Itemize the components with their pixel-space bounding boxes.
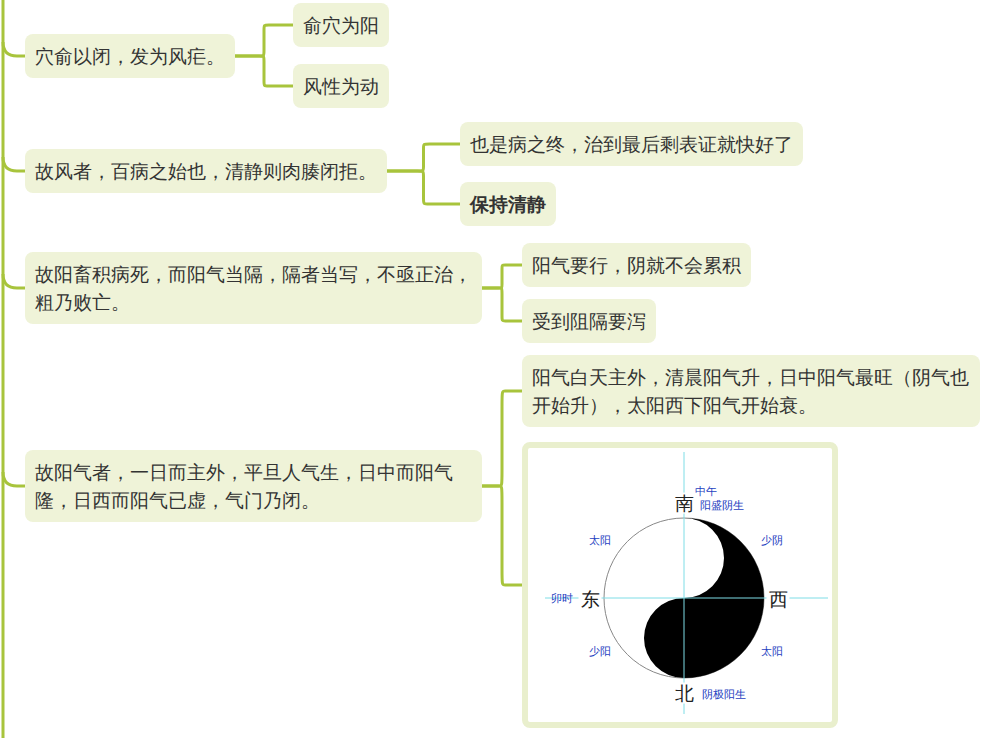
topic-box: 阳气要行，阴就不会累积 [522,243,751,287]
topic-box: 故阳气者，一日而主外，平旦人气生，日中而阳气隆，日西而阳气已虚，气门乃闭。 [25,450,482,522]
topic-box: 俞穴为阳 [293,3,389,47]
topic-box: 故风者，百病之始也，清静则肉腠闭拒。 [25,149,387,193]
figure-label: 少阳 [589,646,611,658]
topic-box: 故阳畜积病死，而阳气当隔，隔者当写，不亟正治，粗乃败亡。 [25,252,482,324]
trunk-stub [3,472,25,486]
topic-box: 穴俞以闭，发为风疟。 [25,34,235,78]
branch-connector [235,56,293,86]
topic-text: 故风者，百病之始也，清静则肉腠闭拒。 [35,157,377,185]
axis-line [684,452,685,714]
topic-text: 受到阻隔要泻 [532,307,646,335]
topic-text: 保持清静 [470,190,546,218]
topic-box: 阳气白天主外，清晨阳气升，日中阳气最旺（阴气也开始升），太阳西下阳气开始衰。 [522,355,980,427]
figure-label: 南 [673,493,696,514]
figure-label: 中午 [695,486,717,498]
figure-label: 太阳 [761,646,783,658]
topic-box: 保持清静 [460,182,556,226]
trunk-stub [3,42,25,56]
figure-label: 少阴 [761,535,783,547]
trunk-stub [3,157,25,171]
trunk-line [2,0,5,738]
topic-text: 俞穴为阳 [303,11,379,39]
figure-label: 东 [579,589,602,610]
branch-connector [387,144,460,171]
branch-connector [235,25,293,56]
yin-yang-figure [528,448,832,722]
topic-box: 受到阻隔要泻 [522,299,656,343]
figure-label: 太阳 [589,535,611,547]
topic-box: 风性为动 [293,64,389,108]
topic-text: 故阳畜积病死，而阳气当隔，隔者当写，不亟正治，粗乃败亡。 [35,260,472,316]
trunk-stub [3,274,25,288]
topic-text: 风性为动 [303,72,379,100]
figure-label: 阴极阳生 [702,689,746,701]
figure-label: 阳盛阴生 [700,500,744,512]
topic-text: 故阳气者，一日而主外，平旦人气生，日中而阳气隆，日西而阳气已虚，气门乃闭。 [35,458,472,514]
picture-box: 南中午阳盛阴生太阳 少阴卯时东 西少阳 太阳北阴极阳生 [522,442,838,728]
topic-box: 也是病之终，治到最后剩表证就快好了 [460,122,803,166]
branch-connector [482,288,522,321]
figure-label: 西 [767,589,790,610]
figure-label: 卯时 [551,593,573,605]
topic-text: 阳气白天主外，清晨阳气升，日中阳气最旺（阴气也开始升），太阳西下阳气开始衰。 [532,363,970,419]
topic-text: 穴俞以闭，发为风疟。 [35,42,225,70]
topic-text: 也是病之终，治到最后剩表证就快好了 [470,130,793,158]
topic-text: 阳气要行，阴就不会累积 [532,251,741,279]
branch-connector [387,171,460,204]
branch-connector [482,391,522,486]
branch-connector [482,265,522,288]
figure-label: 北 [673,683,696,704]
branch-connector [482,486,522,585]
